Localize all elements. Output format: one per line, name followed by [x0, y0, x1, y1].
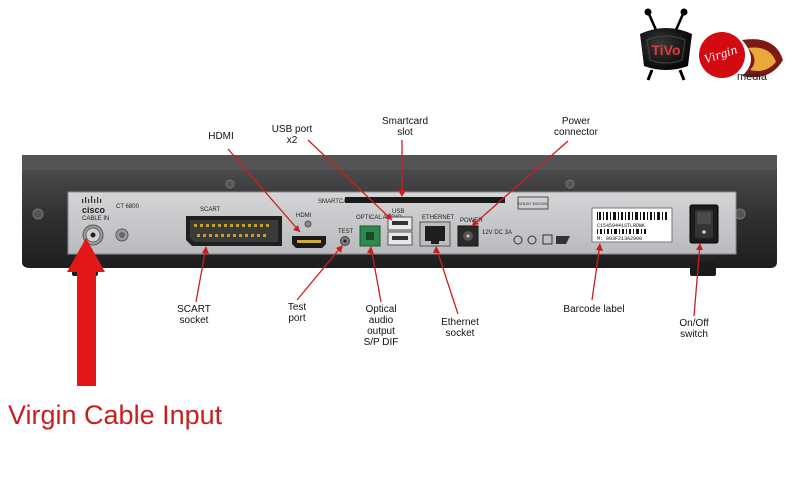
ethernet-callout-line [435, 246, 459, 315]
cisco-brand-text: cisco [82, 205, 106, 215]
usb-callout-label: USB port x2 [271, 124, 313, 146]
ethernet-panel-label: ETHERNET [422, 215, 455, 221]
cable-input-connector[interactable] [82, 224, 104, 246]
cisco-logo: cisco CT 6800 [82, 196, 140, 215]
optical-callout-line [370, 246, 382, 303]
smartcard-slot[interactable] [345, 197, 505, 203]
scart-callout-line [195, 246, 207, 303]
arrowhead-icon [202, 246, 209, 254]
scart-panel-label: SCART [200, 207, 221, 213]
test-port[interactable] [340, 236, 350, 246]
optical-callout-label: Optical audio output S/P DIF [363, 304, 399, 348]
smartcard-panel-label: SMARTCARD [318, 199, 357, 205]
test-panel-label: TEST [338, 229, 354, 235]
tivo-logo: TiVo [640, 8, 692, 81]
certification-marks [513, 234, 570, 245]
virgin-media-logo: Virgin media [699, 32, 783, 83]
optical-panel-label: OPTICAL AUDIO [356, 215, 402, 221]
barcode-serial-text: C15459441STLRDWK [597, 223, 645, 229]
onoff-callout-line [693, 243, 701, 317]
virgin-cable-input-label: Virgin Cable Input [8, 400, 223, 430]
arrowhead-icon [385, 213, 392, 220]
screw-icon [565, 179, 575, 189]
device-foot-right [690, 262, 716, 276]
tivo-logo-text: TiVo [651, 42, 680, 58]
usb-port-top[interactable] [387, 216, 413, 231]
power-callout-label: Power connector [554, 116, 598, 138]
cable-input-arrow [67, 238, 105, 386]
barcode-callout-label: Barcode label [563, 304, 625, 315]
screw-icon [304, 220, 312, 228]
scart-callout-label: SCART socket [177, 304, 211, 326]
ethernet-socket[interactable] [419, 221, 451, 247]
power-switch[interactable] [689, 204, 719, 244]
onoff-callout-label: On/Off switch [679, 318, 709, 340]
model-number-text: CT 6800 [116, 204, 140, 210]
cable-in-label: CABLE IN [82, 216, 109, 222]
usb-port-bottom[interactable] [387, 231, 413, 246]
hdmi-port[interactable] [292, 236, 326, 248]
secondary-rf-connector[interactable] [115, 228, 129, 242]
arrowhead-icon [293, 225, 300, 232]
arrowhead-icon [472, 219, 479, 226]
arrowhead-icon [696, 243, 703, 250]
arrowhead-icon [336, 245, 343, 253]
dolby-digital-text: DOLBY DIGITAL [518, 201, 549, 206]
arrowhead-icon [398, 190, 406, 197]
callout-lines [195, 139, 703, 317]
barcode-callout-line [591, 243, 601, 301]
hdmi-panel-label: HDMI [296, 213, 312, 219]
optical-audio-port[interactable] [359, 225, 381, 247]
barcode-mac-text: M: 003F213A2990 [597, 236, 642, 242]
dolby-digital-logo: DOLBY DIGITAL [517, 196, 549, 210]
arrowhead-icon [596, 243, 603, 251]
hdmi-callout-line [227, 148, 301, 233]
arrowhead-icon [433, 246, 440, 253]
arrowhead-icon [367, 246, 374, 254]
set-top-box: cisco CT 6800 CABLE IN SCART [22, 155, 777, 276]
power-connector[interactable] [457, 225, 479, 247]
hdmi-callout-label: HDMI [208, 131, 234, 142]
usb-callout-line [307, 139, 393, 221]
device-top-edge [22, 155, 777, 172]
ethernet-callout-label: Ethernet socket [441, 317, 479, 339]
power-panel-label: POWER [460, 218, 483, 224]
voltage-label: 12V DC 3A [482, 230, 512, 236]
test-callout-label: Test port [287, 302, 307, 324]
usb-panel-label: USB [392, 209, 404, 215]
power-callout-line [471, 140, 569, 227]
scart-socket[interactable] [186, 216, 282, 246]
test-callout-line [296, 245, 343, 301]
virgin-media-text: media [737, 71, 768, 83]
screw-icon [32, 208, 44, 220]
smartcard-callout-label: Smartcard slot [381, 116, 429, 138]
screw-icon [225, 179, 235, 189]
barcode-label: C15459441STLRDWK M: 003F213A2990 [591, 207, 673, 243]
